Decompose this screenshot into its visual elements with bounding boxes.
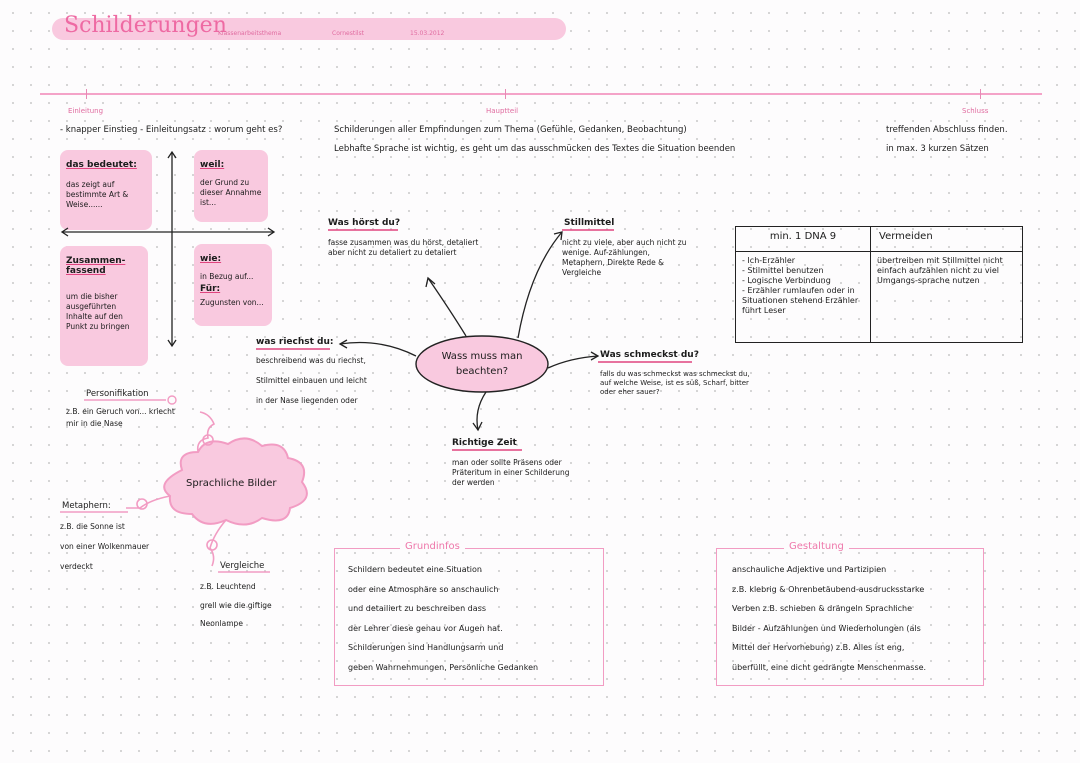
grundinfos-line: der Lehrer diese genau vor Augen hat.: [348, 623, 503, 633]
header-meta-style: Cornestilst: [332, 30, 365, 37]
grundinfos-line: Schildern bedeutet eine Situation: [348, 565, 482, 574]
metaphern-text-1: z.B. die Sonne ist: [60, 522, 125, 531]
quadrant-br-title2: Für:: [200, 284, 221, 294]
grundinfos-line: oder eine Atmosphäre so anschaulich: [348, 584, 499, 594]
vergleiche-text-1: z.B. Leuchtend: [200, 582, 256, 591]
gestaltung-line: überfüllt, eine dicht gedrängte Menschen…: [732, 662, 927, 672]
vergleiche-text-3: Neonlampe: [200, 619, 243, 628]
hauptteil-text-1: Schilderungen aller Empfindungen zum The…: [334, 125, 687, 135]
vergleiche-text-2: grell wie die giftige: [200, 601, 272, 610]
riechst-text-1: beschreibend was du riechst,: [256, 356, 366, 365]
gestaltung-line: z.B. klebrig & Ohrenbetäubend-ausdruckss…: [732, 584, 925, 594]
riechst-title: was riechst du:: [256, 337, 334, 347]
table-cell-dna: - Ich-Erzähler - Stilmittel benutzen - L…: [735, 251, 871, 343]
gestaltung-line: Bilder - Aufzählungen und Wiederholungen…: [732, 623, 921, 633]
quadrant-bottom-left: [60, 246, 148, 366]
riechst-text-3: in der Nase liegenden oder: [256, 396, 358, 405]
table-header-dna: min. 1 DNA 9: [735, 226, 871, 252]
schmeckst-title: Was schmeckst du?: [600, 350, 699, 360]
page-title: Schilderungen: [64, 13, 227, 38]
table-cell-vermeiden: übertreiben mit Stillmittel nicht einfac…: [870, 251, 1023, 343]
schluss-text-1: treffenden Abschluss finden.: [886, 125, 1008, 135]
gestaltung-line: anschauliche Adjektive und Partizipien: [732, 565, 887, 574]
gestaltung-title: Gestaltung: [784, 541, 849, 552]
hoerst-title: Was hörst du?: [328, 218, 401, 228]
section-hauptteil: Hauptteil: [486, 107, 519, 115]
grundinfos-line: geben Wahrnehmungen, Persönliche Gedanke…: [348, 662, 539, 672]
quadrant-bl-text: um die bisher ausgeführten Inhalte auf d…: [66, 292, 130, 331]
rule-tick: [505, 89, 506, 99]
mindmap-center-text: Wass muss man beachten?: [441, 351, 523, 377]
zeit-title: Richtige Zeit: [452, 438, 517, 448]
vergleiche-title: Vergleiche: [220, 561, 265, 571]
quadrant-bl-title: Zusammen-fassend: [66, 256, 126, 276]
title-band: [52, 18, 566, 40]
quadrant-bottom-right: [194, 244, 272, 326]
grundinfos-line: und detailiert zu beschreiben dass: [348, 604, 486, 613]
zeit-text: man oder sollte Präsens oder Präteritum …: [452, 458, 570, 487]
quadrant-top-left: [60, 150, 152, 230]
quadrant-br-text2: Zugunsten von...: [200, 298, 264, 307]
dna-vermeiden-table: min. 1 DNA 9 Vermeiden - Ich-Erzähler - …: [735, 226, 1023, 343]
schmeckst-text: falls du was schmeckst was schmeckst du,…: [600, 370, 750, 396]
grundinfos-line: Schilderungen sind Handlungsarm und: [348, 643, 504, 652]
gestaltung-text: anschauliche Adjektive und Partizipien z.…: [732, 560, 926, 677]
quadrant-tl-text: das zeigt auf bestimmte Art & Weise.....…: [66, 180, 129, 209]
quadrant-top-right: [194, 150, 268, 222]
quadrant-axes: [60, 150, 276, 348]
gestaltung-line: Verben z.B. schieben & drängeln Sprachli…: [732, 604, 912, 613]
riechst-text-2: Stilmittel einbauen und leicht: [256, 376, 367, 385]
stilmittel-title: Stillmittel: [564, 218, 615, 228]
stilmittel-text: nicht zu viele, aber auch nicht zu wenig…: [562, 238, 687, 277]
bilder-cloud-label: Sprachliche Bilder: [186, 478, 277, 489]
section-einleitung: Einleitung: [68, 107, 104, 115]
quadrant-br-title: wie:: [200, 254, 222, 264]
table-header-vermeiden: Vermeiden: [870, 226, 1023, 252]
rule-tick: [980, 89, 981, 99]
header-meta-date: 15.03.2012: [410, 30, 445, 37]
section-schluss: Schluss: [962, 107, 989, 115]
metaphern-title: Metaphern:: [62, 501, 111, 511]
gestaltung-box: [716, 548, 984, 686]
quadrant-tr-text: der Grund zu dieser Annahme ist...: [200, 178, 262, 207]
personifikation-title: Personifikation: [86, 389, 149, 399]
grundinfos-box: [334, 548, 604, 686]
quadrant-tl-title: das bedeutet:: [66, 160, 137, 170]
grundinfos-title: Grundinfos: [400, 541, 465, 552]
schluss-text-2: in max. 3 kurzen Sätzen: [886, 144, 989, 154]
metaphern-text-3: verdeckt: [60, 562, 93, 571]
metaphern-text-2: von einer Wolkenmauer: [60, 542, 150, 551]
hoerst-text: fasse zusammen was du hörst, detaliert a…: [328, 238, 479, 257]
gestaltung-line: Mittel der Hervorhebung) z.B. Alles ist …: [732, 643, 905, 652]
rule-tick: [86, 89, 87, 99]
header-meta-topic: Klassenarbeitsthema: [218, 30, 282, 37]
grundinfos-text: Schildern bedeutet eine Situation oder ei…: [348, 560, 538, 677]
hauptteil-text-2: Lebhafte Sprache ist wichtig, es geht um…: [334, 144, 736, 154]
personifikation-text: z.B. ein Geruch von... kriecht mir in di…: [66, 407, 175, 428]
section-rule: [40, 93, 1042, 95]
quadrant-tr-title: weil:: [200, 160, 225, 170]
einleitung-text: - knapper Einstieg - Einleitungsatz : wo…: [60, 125, 283, 135]
quadrant-br-text1: in Bezug auf...: [200, 272, 254, 281]
